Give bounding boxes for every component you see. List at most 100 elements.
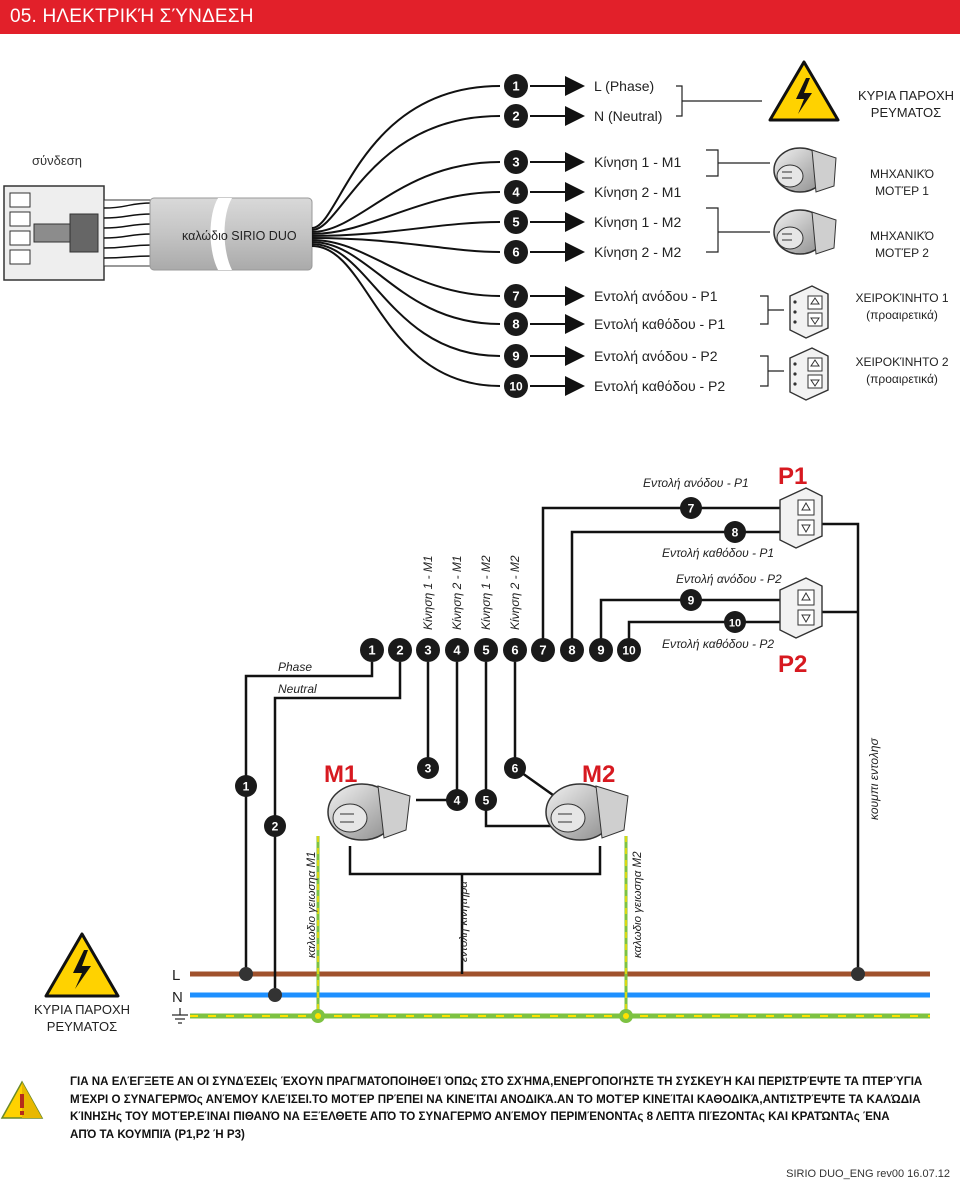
neutral-label: Neutral <box>278 682 317 696</box>
p2-up-label: Εντολή ανόδου - P2 <box>676 572 782 586</box>
terminal-label-2: N (Neutral) <box>594 108 662 124</box>
rail-label-L: L <box>172 967 180 984</box>
p1-title: P1 <box>778 463 807 490</box>
group-brackets <box>676 85 784 387</box>
svg-text:10: 10 <box>509 380 523 394</box>
svg-text:1: 1 <box>243 780 250 794</box>
terminal-5: 5 <box>504 210 528 234</box>
wire-badge-1: 1 <box>235 775 257 797</box>
high-voltage-icon-bottom <box>44 932 120 998</box>
supply-label-top-1: ΚΥΡΙΑ ΠΑΡΟΧΗ <box>858 88 954 103</box>
notice-line-2: ΜΈΧΡΙ Ο ΣΥΝΑΓΕΡΜΌς ΑΝΈΜΟΥ ΚΛΕΊΣΕΙ.ΤΟ ΜΟΤ… <box>70 1092 921 1106</box>
terminal-6: 6 <box>504 240 528 264</box>
terminal-7: 7 <box>504 284 528 308</box>
svg-text:2: 2 <box>512 109 519 124</box>
warning-triangle-icon <box>0 1080 44 1119</box>
high-voltage-icon <box>768 60 840 122</box>
rail-label-N: N <box>172 989 183 1006</box>
terminal-label-10: Εντολή καθόδου - P2 <box>594 378 725 394</box>
syndesi-label: σύνδεση <box>32 153 82 168</box>
m2-badge-6: 6 <box>504 757 526 779</box>
terminal-4: 4 <box>504 180 528 204</box>
supply-label-top-2: ΡΕΥΜΑΤΟΣ <box>871 105 941 120</box>
phase-wire <box>244 662 374 974</box>
m1-motor-icon <box>327 783 411 841</box>
terminal-8: 8 <box>504 312 528 336</box>
terminal-9: 9 <box>504 344 528 368</box>
vlabel-m2-move1: Κίνηση 1 - M2 <box>479 555 493 630</box>
motor1-label-1: ΜΗΧΑΝΙΚΌ <box>870 167 934 181</box>
badge-7: 7 <box>680 497 702 519</box>
earth-symbol-icon <box>172 1008 188 1024</box>
p1-up-label: Εντολή ανόδου - P1 <box>643 476 749 490</box>
switch1-label-2: (προαιρετικά) <box>866 308 938 322</box>
p2-down-label: Εντολή καθόδου - P2 <box>662 637 774 651</box>
m2-title: M2 <box>582 761 615 788</box>
supply-label-bottom-1: ΚΥΡΙΑ ΠΑΡΟΧΗ <box>34 1002 130 1017</box>
terminal-label-6: Κίνηση 2 - M2 <box>594 244 681 260</box>
svg-text:5: 5 <box>483 794 490 808</box>
terminal-badges: 1 2 3 4 5 6 7 8 9 10 <box>504 74 528 398</box>
svg-text:2: 2 <box>396 643 403 658</box>
svg-text:9: 9 <box>512 349 519 364</box>
neutral-wire <box>273 662 402 995</box>
cable-connector <box>3 185 153 281</box>
terminal-10: 10 <box>504 374 528 398</box>
terminal-3: 3 <box>504 150 528 174</box>
switch2-label-1: ΧΕΙΡΟΚΊΝΗΤΟ 2 <box>855 355 948 369</box>
svg-text:2: 2 <box>272 820 279 834</box>
svg-text:3: 3 <box>512 155 519 170</box>
badge-8: 8 <box>724 521 746 543</box>
motor-icon-2 <box>773 209 837 255</box>
earth-m1-label: καλωδιο γειωσηα M1 <box>306 851 318 958</box>
notice-line-1: ΓΙΑ ΝΑ ΕΛΈΓΞΕΤΕ ΑΝ ΟΙ ΣΥΝΔΈΣΕΙς ΈΧΟΥΝ ΠΡ… <box>70 1075 923 1088</box>
motor2-label-1: ΜΗΧΑΝΙΚΌ <box>870 229 934 243</box>
svg-text:6: 6 <box>512 762 519 776</box>
terminal-label-4: Κίνηση 2 - M1 <box>594 184 681 200</box>
terminal-label-1: L (Phase) <box>594 78 654 94</box>
svg-text:10: 10 <box>729 618 741 630</box>
terminal-label-7: Εντολή ανόδου - P1 <box>594 288 718 304</box>
svg-text:7: 7 <box>688 502 695 516</box>
wire-badge-2: 2 <box>264 815 286 837</box>
svg-text:1: 1 <box>512 79 519 94</box>
page-header: 05. ΗΛΕΚΤΡΙΚΉ ΣΎΝΔΕΣΗ <box>0 0 960 34</box>
m1-title: M1 <box>324 761 357 788</box>
svg-text:4: 4 <box>512 185 520 200</box>
terminal-label-5: Κίνηση 1 - M2 <box>594 214 681 230</box>
earth-m2-label: καλωδιο γειωσηα M2 <box>632 851 644 958</box>
svg-text:3: 3 <box>425 762 432 776</box>
vlabel-m1-move2: Κίνηση 2 - M1 <box>450 555 464 630</box>
m1-badge-3: 3 <box>417 757 439 779</box>
cable-label: καλώδιο SIRIO DUO <box>182 229 297 243</box>
terminal-1: 1 <box>504 74 528 98</box>
switch-icon-2 <box>789 347 829 401</box>
motor1-label-2: ΜΟΤΈΡ 1 <box>875 184 929 198</box>
motor-icon-1 <box>773 147 837 193</box>
m2-wire-5 <box>484 662 560 828</box>
svg-text:9: 9 <box>597 643 604 658</box>
badge-10: 10 <box>724 611 746 633</box>
p1-down-label: Εντολή καθόδου - P1 <box>662 546 774 560</box>
p2-switch-icon <box>779 577 823 639</box>
m2-badge-5: 5 <box>475 789 497 811</box>
m2-wire-6 <box>513 662 561 802</box>
terminal-row: 1 2 3 4 5 6 7 8 9 10 <box>360 638 641 662</box>
svg-text:1: 1 <box>368 643 375 658</box>
footer-revision: SIRIO DUO_ENG rev00 16.07.12 <box>786 1168 950 1180</box>
badge-9: 9 <box>680 589 702 611</box>
supply-label-bottom-2: ΡΕΥΜΑΤΟΣ <box>47 1019 117 1034</box>
m2-motor-icon <box>545 783 629 841</box>
svg-text:5: 5 <box>482 643 489 658</box>
svg-text:7: 7 <box>512 289 519 304</box>
motor-command-wire <box>348 846 602 876</box>
terminal-arrows <box>530 76 585 396</box>
svg-text:9: 9 <box>688 594 695 608</box>
switch1-label-1: ΧΕΙΡΟΚΊΝΗΤΟ 1 <box>855 291 948 305</box>
svg-text:8: 8 <box>732 526 739 540</box>
terminal-label-3: Κίνηση 1 - M1 <box>594 154 681 170</box>
svg-text:6: 6 <box>511 643 518 658</box>
svg-text:7: 7 <box>539 643 546 658</box>
svg-text:3: 3 <box>424 643 431 658</box>
wire-8 <box>570 530 780 662</box>
